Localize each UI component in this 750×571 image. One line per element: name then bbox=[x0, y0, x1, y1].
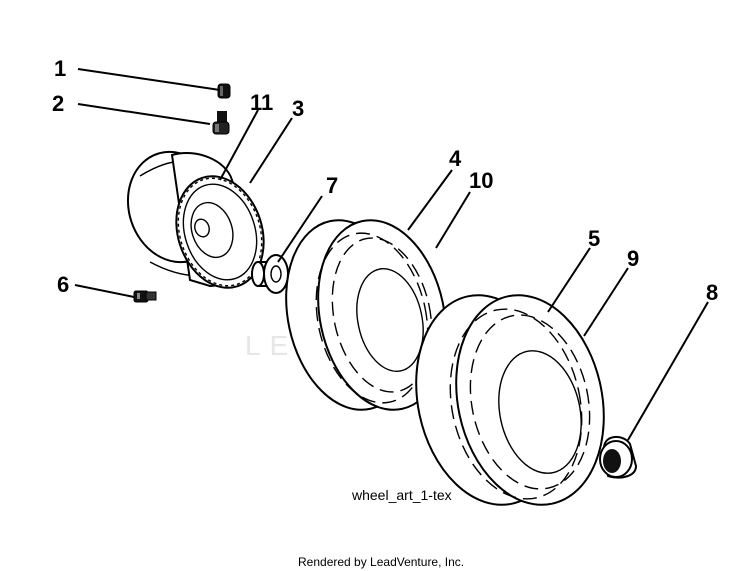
leader-9 bbox=[583, 267, 629, 337]
callout-5: 5 bbox=[588, 226, 600, 251]
callout-1: 1 bbox=[54, 56, 66, 81]
leader-10 bbox=[435, 191, 471, 249]
part-tire-rear bbox=[415, 294, 605, 506]
leader-2 bbox=[77, 103, 211, 125]
leader-3 bbox=[249, 117, 293, 184]
callout-4: 4 bbox=[449, 146, 462, 171]
part-rim bbox=[126, 150, 265, 289]
leader-1 bbox=[77, 68, 221, 91]
callout-9: 9 bbox=[627, 246, 639, 271]
callout-numbers: 1 2 11 3 7 6 4 10 5 9 8 bbox=[52, 56, 718, 305]
leader-7 bbox=[277, 195, 323, 263]
leader-4 bbox=[407, 169, 453, 231]
callout-10: 10 bbox=[469, 168, 493, 193]
leader-lines bbox=[74, 68, 709, 441]
footer-credit: Rendered by LeadVenture, Inc. bbox=[298, 555, 464, 569]
part-hub-cap bbox=[599, 436, 638, 479]
leader-5 bbox=[547, 247, 591, 313]
leader-11 bbox=[219, 109, 259, 181]
part-tire-front bbox=[285, 219, 447, 411]
part-bolt bbox=[133, 290, 157, 303]
leader-6 bbox=[74, 284, 135, 298]
callout-8: 8 bbox=[706, 280, 718, 305]
part-bushing bbox=[251, 254, 289, 294]
callout-7: 7 bbox=[326, 173, 338, 198]
part-valve-stem bbox=[212, 111, 230, 135]
leader-8 bbox=[627, 301, 709, 441]
callout-11: 11 bbox=[250, 90, 273, 115]
callout-6: 6 bbox=[57, 272, 69, 297]
diagram-caption: wheel_art_1-tex bbox=[351, 487, 452, 503]
callout-3: 3 bbox=[292, 96, 304, 121]
part-valve-cap bbox=[217, 83, 231, 99]
callout-2: 2 bbox=[52, 91, 64, 116]
